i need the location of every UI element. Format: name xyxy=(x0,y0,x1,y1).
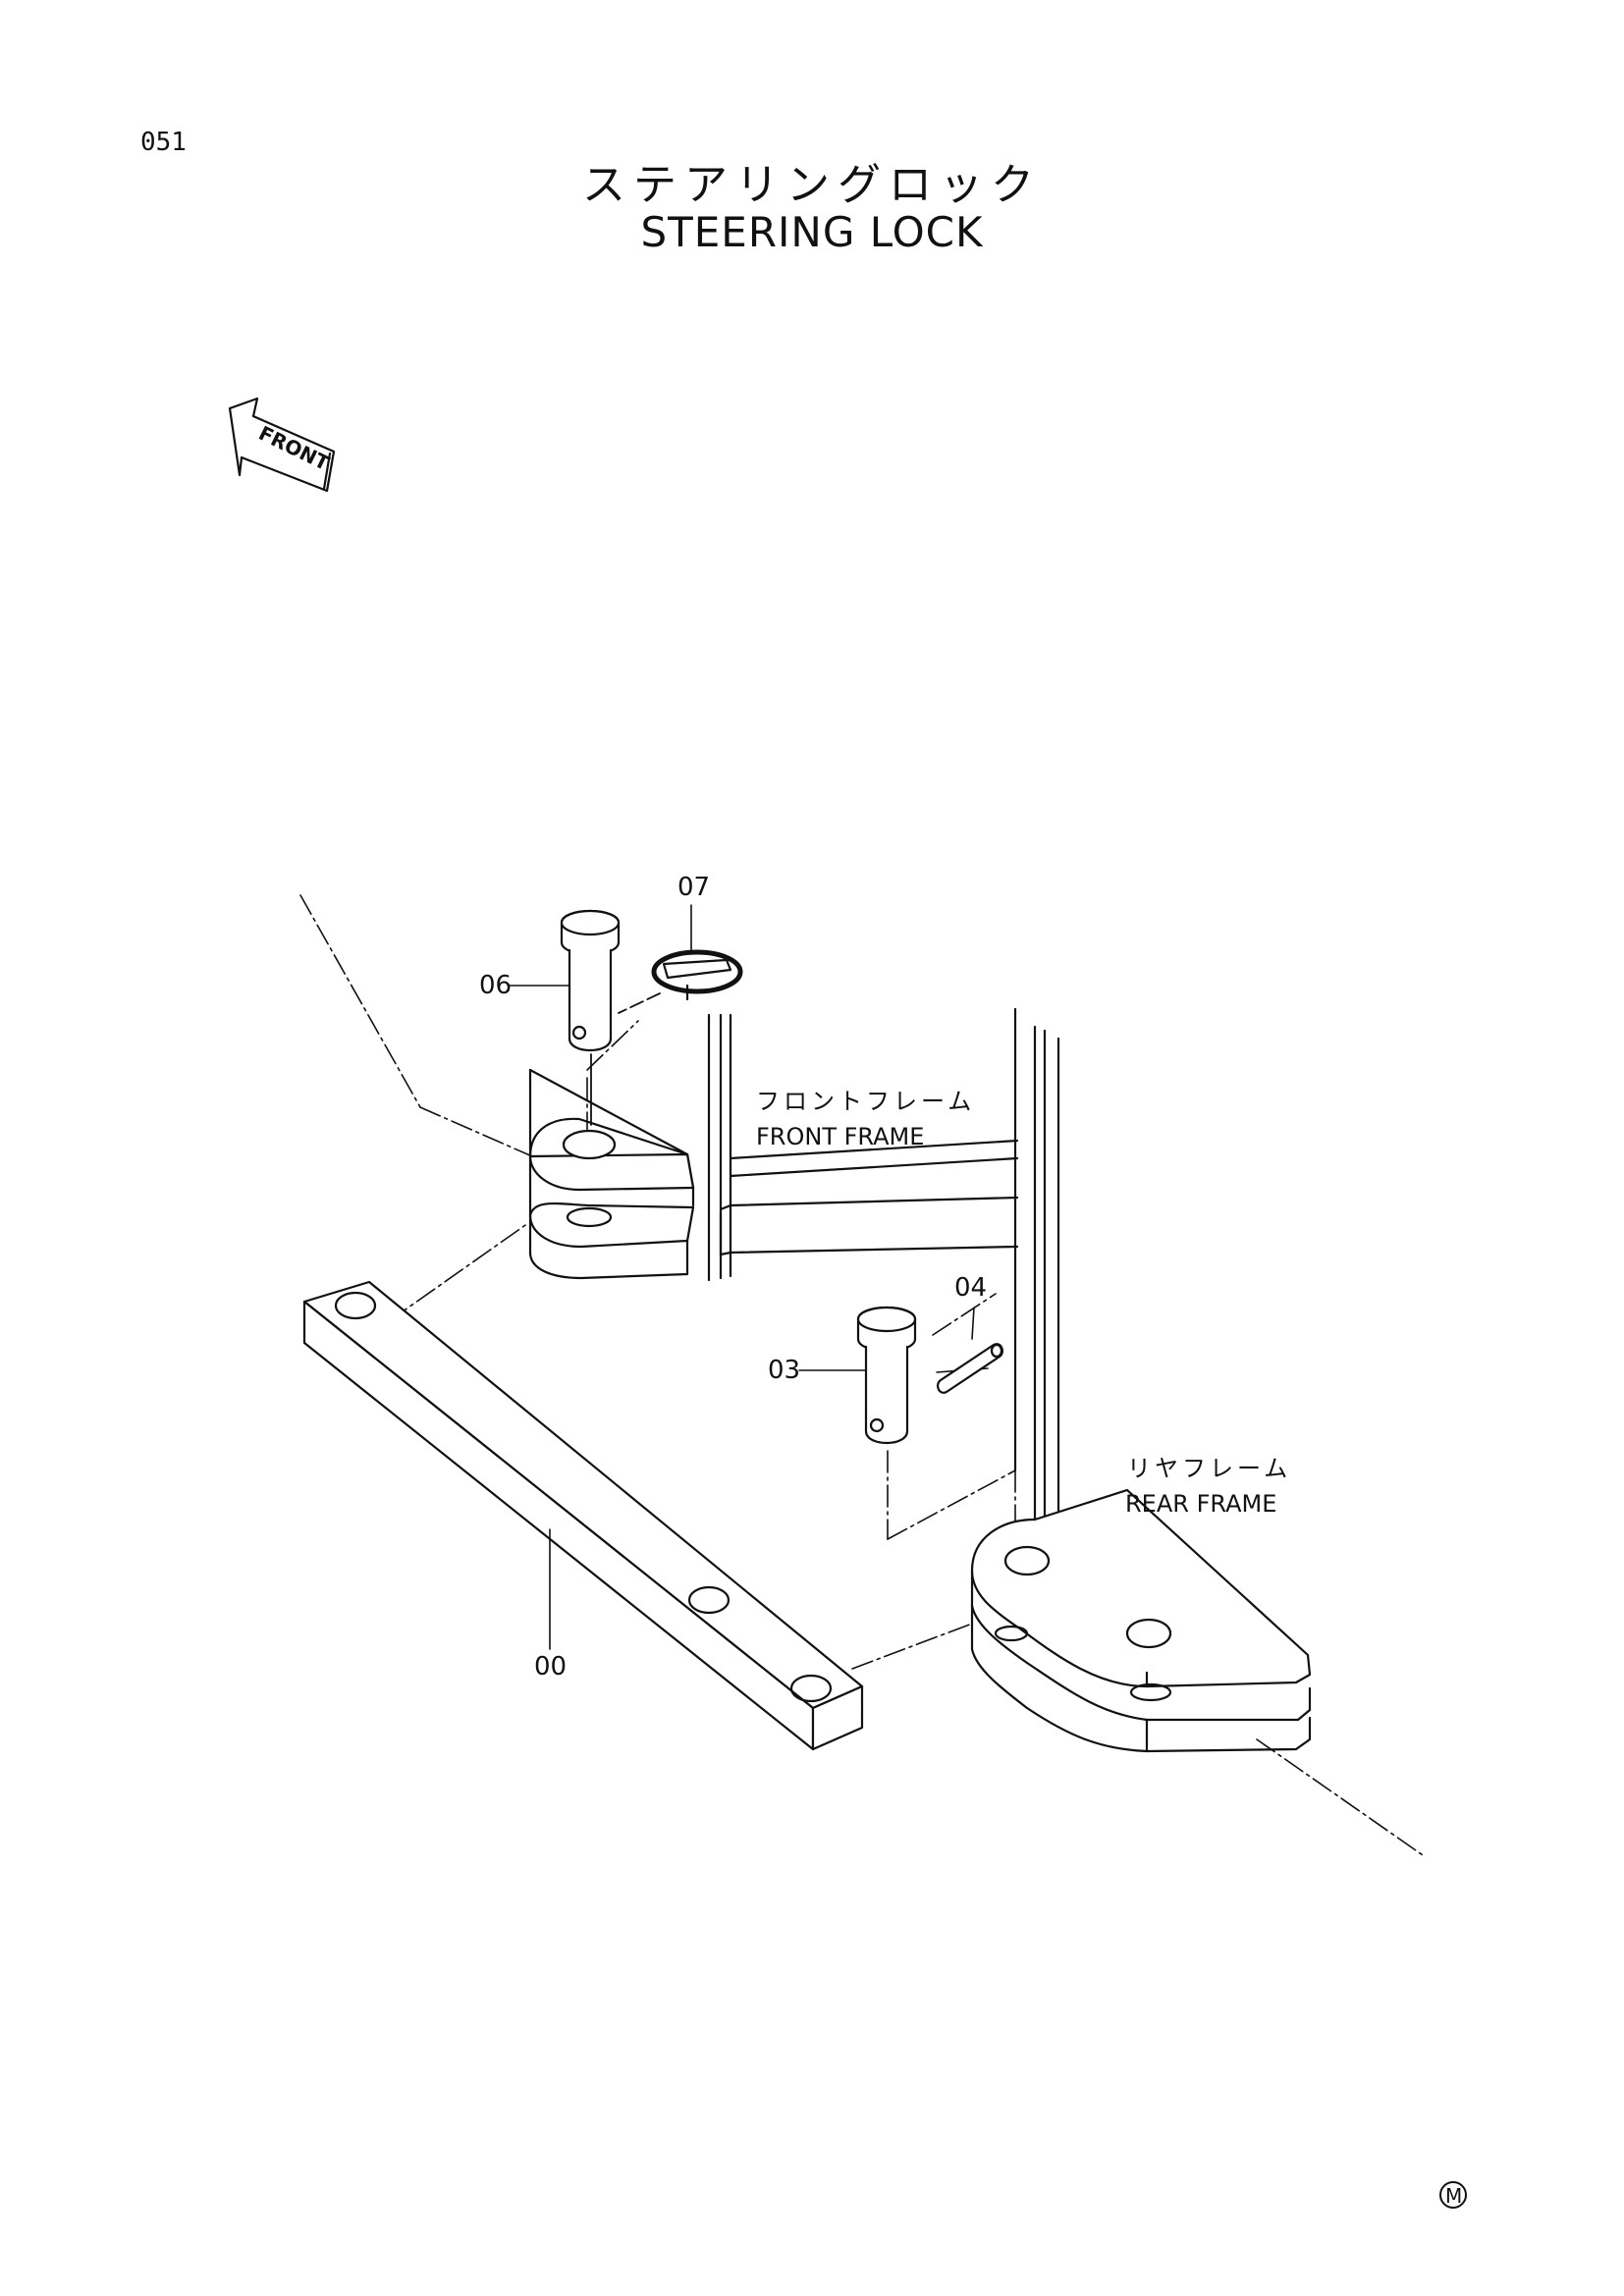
rear-frame-label: REAR FRAME xyxy=(1125,1490,1276,1518)
page-number: 051 xyxy=(140,128,187,157)
lock-bar xyxy=(302,1280,864,1751)
page-title-japanese: ステアリングロック xyxy=(582,160,1042,210)
manufacturer-mark: M xyxy=(1439,2181,1467,2209)
upper-pin xyxy=(560,909,621,1126)
manufacturer-mark-letter: M xyxy=(1445,2184,1462,2208)
front-frame-label-japanese: フロントフレーム xyxy=(756,1088,975,1115)
snap-ring xyxy=(618,949,743,1014)
front-arrow-icon: FRONT xyxy=(228,397,336,493)
callout-03: 03 xyxy=(768,1356,800,1385)
rear-frame-label-japanese: リヤフレーム xyxy=(1127,1455,1291,1482)
callout-leaders xyxy=(508,904,975,1650)
callout-06: 06 xyxy=(479,971,512,1000)
front-frame-bracket xyxy=(528,1068,695,1280)
front-frame-label: FRONT FRAME xyxy=(756,1123,924,1150)
spring-pin xyxy=(937,1343,1003,1394)
callout-00: 00 xyxy=(534,1652,567,1682)
page-title: STEERING LOCK xyxy=(640,208,984,256)
front-frame xyxy=(707,1013,1019,1282)
rear-frame xyxy=(1013,1007,1129,1523)
lower-pin xyxy=(856,1306,917,1444)
callout-07: 07 xyxy=(677,873,710,902)
callout-04: 04 xyxy=(954,1273,987,1303)
rear-frame-bracket xyxy=(970,1488,1312,1753)
